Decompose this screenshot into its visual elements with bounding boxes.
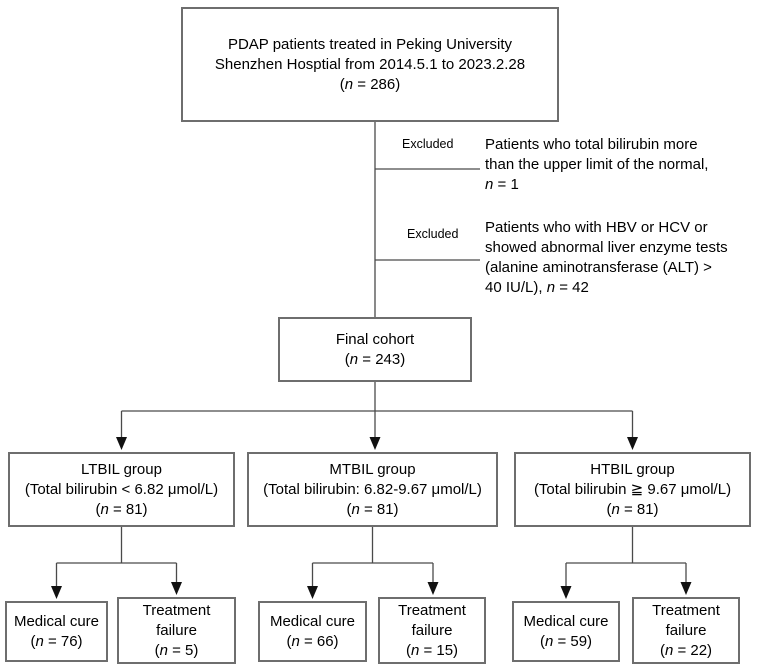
htbil-title: HTBIL group [590, 460, 675, 478]
n-italic: n [351, 500, 360, 518]
arrow-to-treatment-failure-3 [680, 582, 692, 595]
exclusion1-line2: than the upper limit of the normal, [485, 156, 709, 173]
arrow-to-ltbil [116, 411, 127, 450]
n-post: = 1 [493, 176, 519, 193]
n-italic: n [100, 500, 109, 518]
outcome-label: Treatment failure [398, 601, 466, 639]
box-outcome-treatment-failure-3: Treatment failure (n = 22) [632, 597, 740, 664]
mtbil-title: MTBIL group [329, 460, 416, 478]
final-cohort-count: (n = 243) [345, 350, 405, 370]
n-italic: n [291, 632, 300, 650]
n-italic: n [349, 350, 359, 368]
n-post: = 59) [553, 632, 593, 650]
box-final-cohort: Final cohort (n = 243) [278, 317, 472, 382]
outcome-label: Medical cure [523, 612, 609, 630]
box-group-ltbil: LTBIL group (Total bilirubin < 6.82 μmol… [8, 452, 235, 527]
n-italic: n [546, 279, 556, 296]
outcome-count: (n = 5) [155, 641, 199, 661]
exclusion-text-2: Patients who with HBV or HCV or showed a… [485, 218, 757, 298]
splitter-htbil [560, 527, 692, 599]
outcome-label: Treatment failure [652, 601, 720, 639]
n-pre: ( [606, 500, 612, 518]
ltbil-count: (n = 81) [95, 500, 147, 520]
box-outcome-medical-cure-1: Medical cure (n = 76) [5, 601, 108, 662]
n-italic: n [664, 641, 674, 659]
outcome-count: (n = 22) [660, 641, 712, 661]
exclusion2-line3: (alanine aminotransferase (ALT) > [485, 259, 712, 276]
outcome-label: Treatment failure [142, 601, 211, 639]
n-pre: ( [339, 75, 345, 93]
n-post: = 286) [353, 75, 401, 93]
arrow-to-htbil [627, 411, 638, 450]
arrow-to-treatment-failure-1 [171, 582, 182, 595]
n-pre: ( [95, 500, 101, 518]
splitter-mtbil [307, 527, 439, 599]
final-cohort-label: Final cohort [335, 330, 415, 348]
n-post: = 42 [555, 279, 589, 296]
arrow-to-medical-cure-2 [307, 586, 318, 599]
exclusion-text-1: Patients who total bilirubin more than t… [485, 135, 757, 195]
outcome-count: (n = 66) [286, 632, 338, 652]
n-post: = 66) [299, 632, 339, 650]
outcome-label: Medical cure [13, 612, 100, 630]
arrow-to-mtbil [369, 411, 381, 450]
n-post: = 22) [673, 641, 713, 659]
box-group-mtbil: MTBIL group (Total bilirubin: 6.82-9.67 … [247, 452, 498, 527]
excluded-label-1: Excluded [402, 137, 454, 151]
box-group-htbil: HTBIL group (Total bilirubin ≧ 9.67 μmol… [514, 452, 751, 527]
top-cohort-line2: Shenzhen Hosptial from 2014.5.1 to 2023.… [214, 55, 526, 73]
htbil-count: (n = 81) [606, 500, 658, 520]
outcome-label: Medical cure [269, 612, 356, 630]
n-pre: ( [30, 632, 36, 650]
exclusion2-count: 40 IU/L), n = 42 [485, 278, 757, 298]
n-post: = 15) [419, 641, 459, 659]
ltbil-title: LTBIL group [81, 460, 162, 478]
n-post: = 5) [167, 641, 199, 659]
mtbil-criteria: (Total bilirubin: 6.82-9.67 μmol/L) [263, 480, 482, 498]
n-post: = 76) [43, 632, 83, 650]
excluded-label-2: Excluded [407, 227, 459, 241]
top-cohort-line1: PDAP patients treated in Peking Universi… [227, 35, 513, 53]
n-post: = 81) [108, 500, 148, 518]
n-pre: ( [659, 641, 665, 659]
n-pre: ( [539, 632, 545, 650]
mtbil-count: (n = 81) [346, 500, 398, 520]
outcome-count: (n = 76) [30, 632, 82, 652]
ltbil-criteria: (Total bilirubin < 6.82 μmol/L) [24, 480, 219, 498]
exclusion2-line1: Patients who with HBV or HCV or [485, 219, 708, 236]
n-pre: ( [344, 350, 350, 368]
n-pre: ( [154, 641, 160, 659]
box-outcome-medical-cure-3: Medical cure (n = 59) [512, 601, 620, 662]
n-post: = 243) [358, 350, 406, 368]
exclusion1-count: n = 1 [485, 175, 757, 195]
box-top-cohort: PDAP patients treated in Peking Universi… [181, 7, 559, 122]
arrow-to-medical-cure-3 [560, 586, 572, 599]
n-italic: n [544, 632, 554, 650]
exclusion1-line1: Patients who total bilirubin more [485, 136, 698, 153]
arrow-to-treatment-failure-2 [427, 582, 439, 595]
n-italic: n [159, 641, 168, 659]
box-outcome-treatment-failure-1: Treatment failure (n = 5) [117, 597, 236, 664]
exclusion2-line2: showed abnormal liver enzyme tests [485, 239, 728, 256]
top-cohort-count: (n = 286) [340, 75, 400, 95]
n-italic: n [410, 641, 420, 659]
n-pre: ( [286, 632, 292, 650]
outcome-count: (n = 15) [406, 641, 458, 661]
outcome-count: (n = 59) [540, 632, 592, 652]
n-pre: ( [405, 641, 411, 659]
box-outcome-medical-cure-2: Medical cure (n = 66) [258, 601, 367, 662]
n-italic: n [485, 176, 494, 193]
n-pre: ( [346, 500, 352, 518]
htbil-criteria: (Total bilirubin ≧ 9.67 μmol/L) [533, 480, 732, 498]
box-outcome-treatment-failure-2: Treatment failure (n = 15) [378, 597, 486, 664]
n-italic: n [35, 632, 44, 650]
n-italic: n [344, 75, 354, 93]
n-post: = 81) [359, 500, 399, 518]
arrow-to-medical-cure-1 [51, 586, 62, 599]
n-italic: n [611, 500, 620, 518]
n-post: = 81) [619, 500, 659, 518]
splitter-ltbil [51, 527, 182, 599]
n-pre: 40 IU/L), [485, 279, 547, 296]
